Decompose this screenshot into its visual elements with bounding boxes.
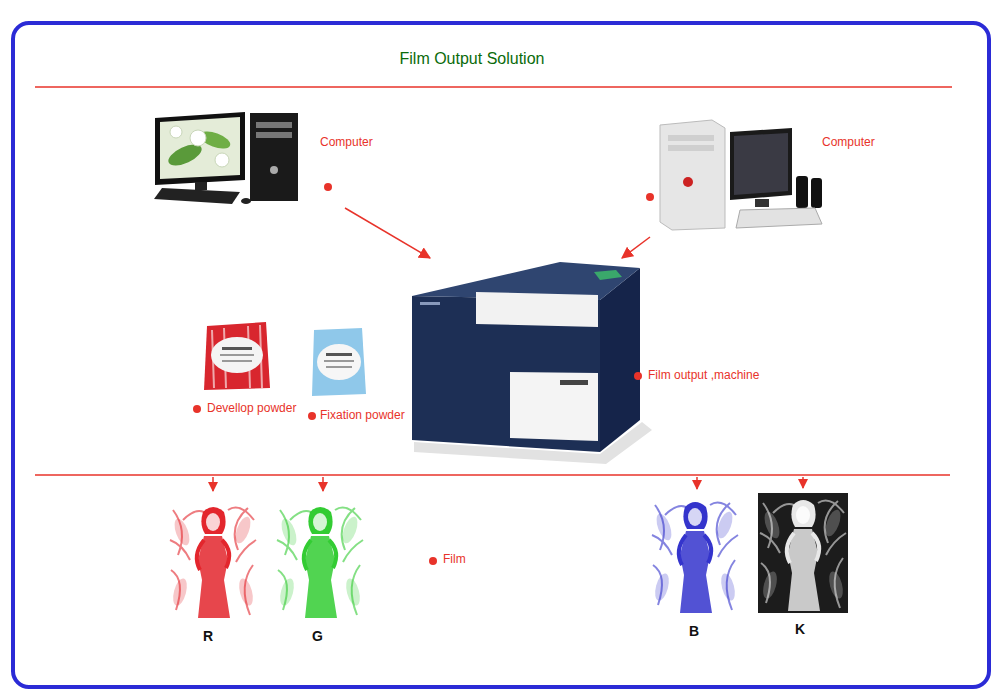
fixation-powder-bag	[308, 328, 366, 420]
divider-line	[35, 86, 952, 88]
develop-powder-bag	[193, 322, 270, 413]
output-machine: Film output ,machine	[408, 258, 763, 458]
logo	[683, 177, 693, 187]
films	[168, 493, 848, 620]
film-b	[650, 495, 740, 615]
stand	[195, 182, 207, 190]
stand	[755, 199, 769, 207]
drive-slot	[256, 132, 292, 138]
film-arrow	[696, 477, 698, 489]
keyboard	[736, 208, 822, 228]
monitor	[730, 128, 792, 200]
film-arrows	[213, 477, 803, 491]
mouse	[241, 198, 251, 204]
bullet-dot	[324, 183, 332, 191]
powder-bag: Devellop powder	[190, 318, 302, 420]
film-arrow	[212, 477, 214, 491]
frame-border	[13, 23, 989, 687]
film-figure	[652, 502, 738, 613]
speaker	[796, 176, 808, 208]
film-figure	[277, 507, 363, 618]
film-sheet: R	[165, 497, 261, 647]
side-face	[600, 268, 640, 452]
film-arrow	[322, 477, 324, 491]
powder-bag: Fixation powder	[305, 324, 409, 426]
screen	[734, 133, 788, 195]
bag	[312, 328, 366, 396]
computer-right	[646, 120, 822, 230]
bag-label	[211, 337, 263, 373]
computer: Computer	[150, 108, 390, 208]
flower	[215, 153, 229, 167]
connector-arrow	[345, 208, 430, 258]
node-label: B	[689, 623, 699, 640]
monitor	[155, 112, 245, 185]
drawer	[510, 372, 598, 441]
drive-slot	[256, 122, 292, 128]
bullet-dot	[308, 412, 316, 420]
node-label: Computer	[320, 135, 373, 149]
top-panel	[476, 292, 598, 327]
bullet-dot	[646, 193, 654, 201]
status-screen	[594, 270, 622, 280]
logo	[270, 166, 278, 174]
tower	[250, 113, 298, 201]
computer: Computer	[640, 112, 885, 237]
drive-slot	[668, 145, 714, 151]
film-sheet: K	[755, 490, 851, 640]
node-label: G	[312, 628, 323, 645]
diagram-title: Film Output Solution	[0, 50, 944, 68]
keyboard	[154, 188, 240, 204]
bullet-dot	[193, 405, 201, 413]
node-label: K	[795, 621, 805, 638]
screen	[160, 117, 240, 179]
node-label: Film output ,machine	[648, 368, 759, 382]
speaker	[811, 178, 822, 208]
flower	[170, 126, 182, 138]
film-sheet: G	[272, 497, 368, 647]
node-label: Devellop powder	[207, 401, 296, 415]
film-figure	[170, 507, 256, 618]
bag	[204, 322, 270, 390]
divider-line	[35, 474, 950, 476]
film-output-machine	[412, 262, 652, 464]
drive-slot	[668, 135, 714, 141]
tower	[660, 120, 725, 230]
flower	[190, 130, 206, 146]
node-label: Computer	[822, 135, 875, 149]
node-label: Fixation powder	[320, 408, 405, 422]
bullet-dot	[429, 557, 437, 565]
film-figure	[760, 500, 846, 611]
film-sheet: B	[647, 492, 743, 642]
node-label: R	[203, 628, 213, 645]
bag-label	[317, 344, 361, 380]
film-g	[275, 500, 365, 620]
film-k	[758, 493, 848, 613]
film-label: Film	[443, 552, 466, 566]
connector-arrow	[622, 237, 650, 258]
computer-left	[154, 112, 332, 204]
logo	[420, 302, 440, 305]
film-arrow	[802, 477, 804, 488]
film-r	[168, 500, 258, 620]
bullet-dot	[634, 372, 642, 380]
drawer-slot	[560, 380, 588, 385]
